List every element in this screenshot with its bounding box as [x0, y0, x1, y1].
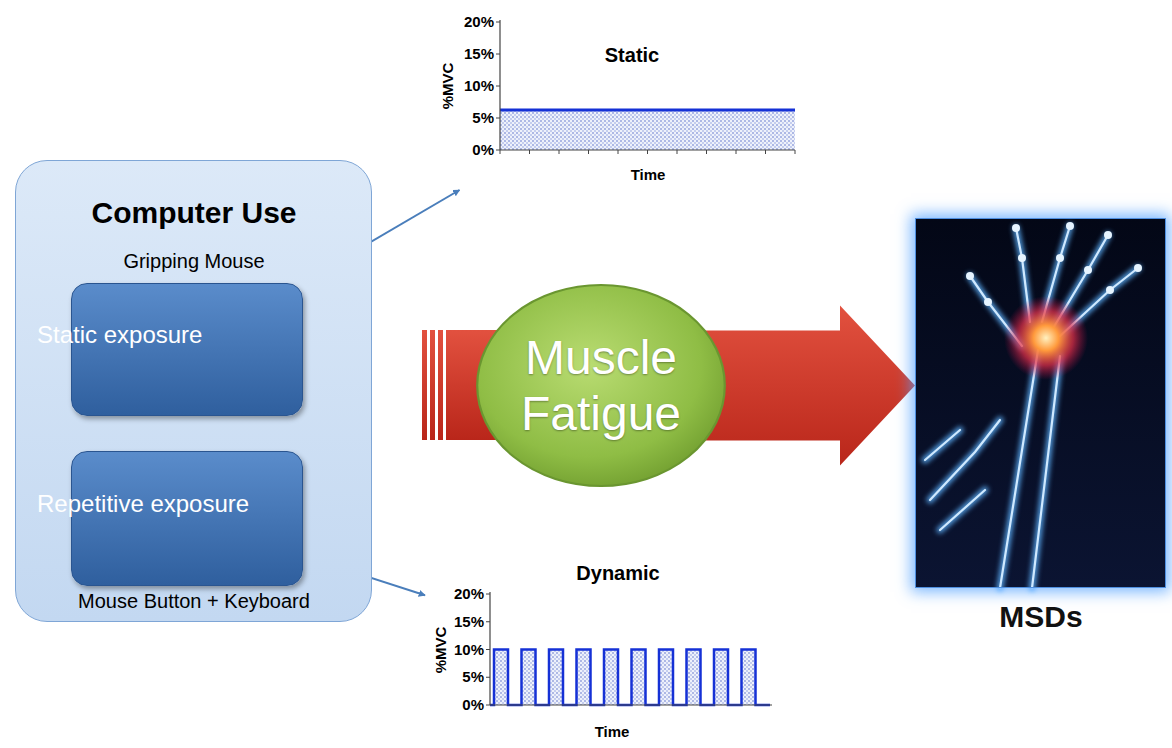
tick-label: 15% — [464, 46, 494, 63]
tick-mark — [496, 118, 500, 119]
tick-mark — [486, 621, 490, 622]
image-caption: MSDs — [999, 599, 1082, 635]
axis-title: %MVC — [433, 627, 450, 674]
tick-label: 20% — [464, 14, 494, 31]
chart-title: Static — [605, 43, 659, 67]
arrow-stripe — [430, 330, 435, 440]
tick-mark — [706, 150, 707, 154]
tick-mark — [736, 150, 737, 154]
tick-mark — [677, 150, 678, 154]
tick-mark — [496, 54, 500, 55]
y-axis — [499, 20, 500, 150]
tick-mark — [529, 150, 530, 154]
ellipse-node: Muscle Fatigue — [475, 283, 727, 488]
axis-title: Time — [595, 724, 630, 741]
joint — [966, 272, 974, 280]
x-axis — [490, 704, 772, 705]
tick-mark — [486, 705, 490, 706]
chart-fill — [490, 650, 770, 706]
forearm-bones — [1000, 350, 1060, 588]
bone-glow — [925, 226, 1138, 588]
hand-xray-illustration — [915, 218, 1166, 588]
pain-glow — [1004, 296, 1088, 380]
tick-mark — [486, 649, 490, 650]
tick-mark — [486, 594, 490, 595]
ellipse-shape — [477, 285, 725, 486]
tick-label: 0% — [462, 697, 484, 714]
tick-label: 5% — [472, 110, 494, 127]
chart-title: Dynamic — [576, 561, 659, 585]
arrow-stripe — [438, 330, 443, 440]
second-hand-bones — [925, 420, 1000, 530]
bone-lines — [925, 226, 1138, 588]
joint — [1066, 222, 1074, 230]
tick-label: 10% — [454, 642, 484, 659]
joint — [1084, 266, 1092, 274]
joint — [1104, 231, 1112, 239]
tick-label: 5% — [462, 669, 484, 686]
process-box: Repetitive exposure — [71, 451, 303, 586]
axis-ticks — [486, 594, 490, 705]
chart-panel: Static — [430, 8, 800, 190]
joint — [1012, 224, 1020, 232]
joint — [1018, 254, 1026, 262]
chart-line — [500, 109, 795, 112]
finger-joints — [966, 222, 1142, 306]
image-background — [915, 218, 1166, 588]
tick-label: 0% — [472, 142, 494, 159]
ellipse-outline — [475, 283, 727, 488]
tick-label: 10% — [464, 78, 494, 95]
tick-mark — [496, 86, 500, 87]
joint — [1056, 254, 1064, 262]
tick-mark — [588, 150, 589, 154]
tick-mark — [647, 150, 648, 154]
second-hand-bones — [925, 420, 1000, 530]
group-panel: Static exposureRepetitive exposure Comput… — [15, 160, 372, 622]
axis-ticks — [496, 22, 795, 154]
tick-mark — [559, 150, 560, 154]
group-note: Mouse Button + Keyboard — [78, 589, 310, 613]
tick-label: 15% — [454, 614, 484, 631]
group-title: Computer Use — [91, 195, 296, 231]
arrow-stripe — [422, 330, 427, 440]
joint — [1134, 264, 1142, 272]
node-text: Muscle Fatigue — [511, 330, 691, 440]
node-text: Static exposure — [37, 321, 187, 350]
tick-mark — [496, 150, 500, 151]
dynamic-chart — [486, 592, 772, 705]
tick-mark — [486, 677, 490, 678]
forearm-bones — [1000, 350, 1060, 588]
group-note: Gripping Mouse — [123, 249, 264, 273]
chart-fill — [500, 110, 795, 150]
tick-label: 20% — [454, 586, 484, 603]
tick-mark — [618, 150, 619, 154]
axis-title: %MVC — [440, 63, 457, 110]
joint — [984, 298, 992, 306]
static-chart — [496, 20, 795, 154]
tick-mark — [496, 22, 500, 23]
joint — [1106, 286, 1114, 294]
image-frame: MSDs — [915, 218, 1166, 588]
tick-mark — [765, 150, 766, 154]
node-text: Repetitive exposure — [37, 490, 187, 519]
chart-line — [490, 650, 770, 706]
tick-mark — [795, 150, 796, 154]
process-box: Static exposure — [71, 283, 303, 416]
axis-title: Time — [631, 167, 666, 184]
tick-mark — [500, 150, 501, 154]
y-axis — [489, 592, 490, 705]
